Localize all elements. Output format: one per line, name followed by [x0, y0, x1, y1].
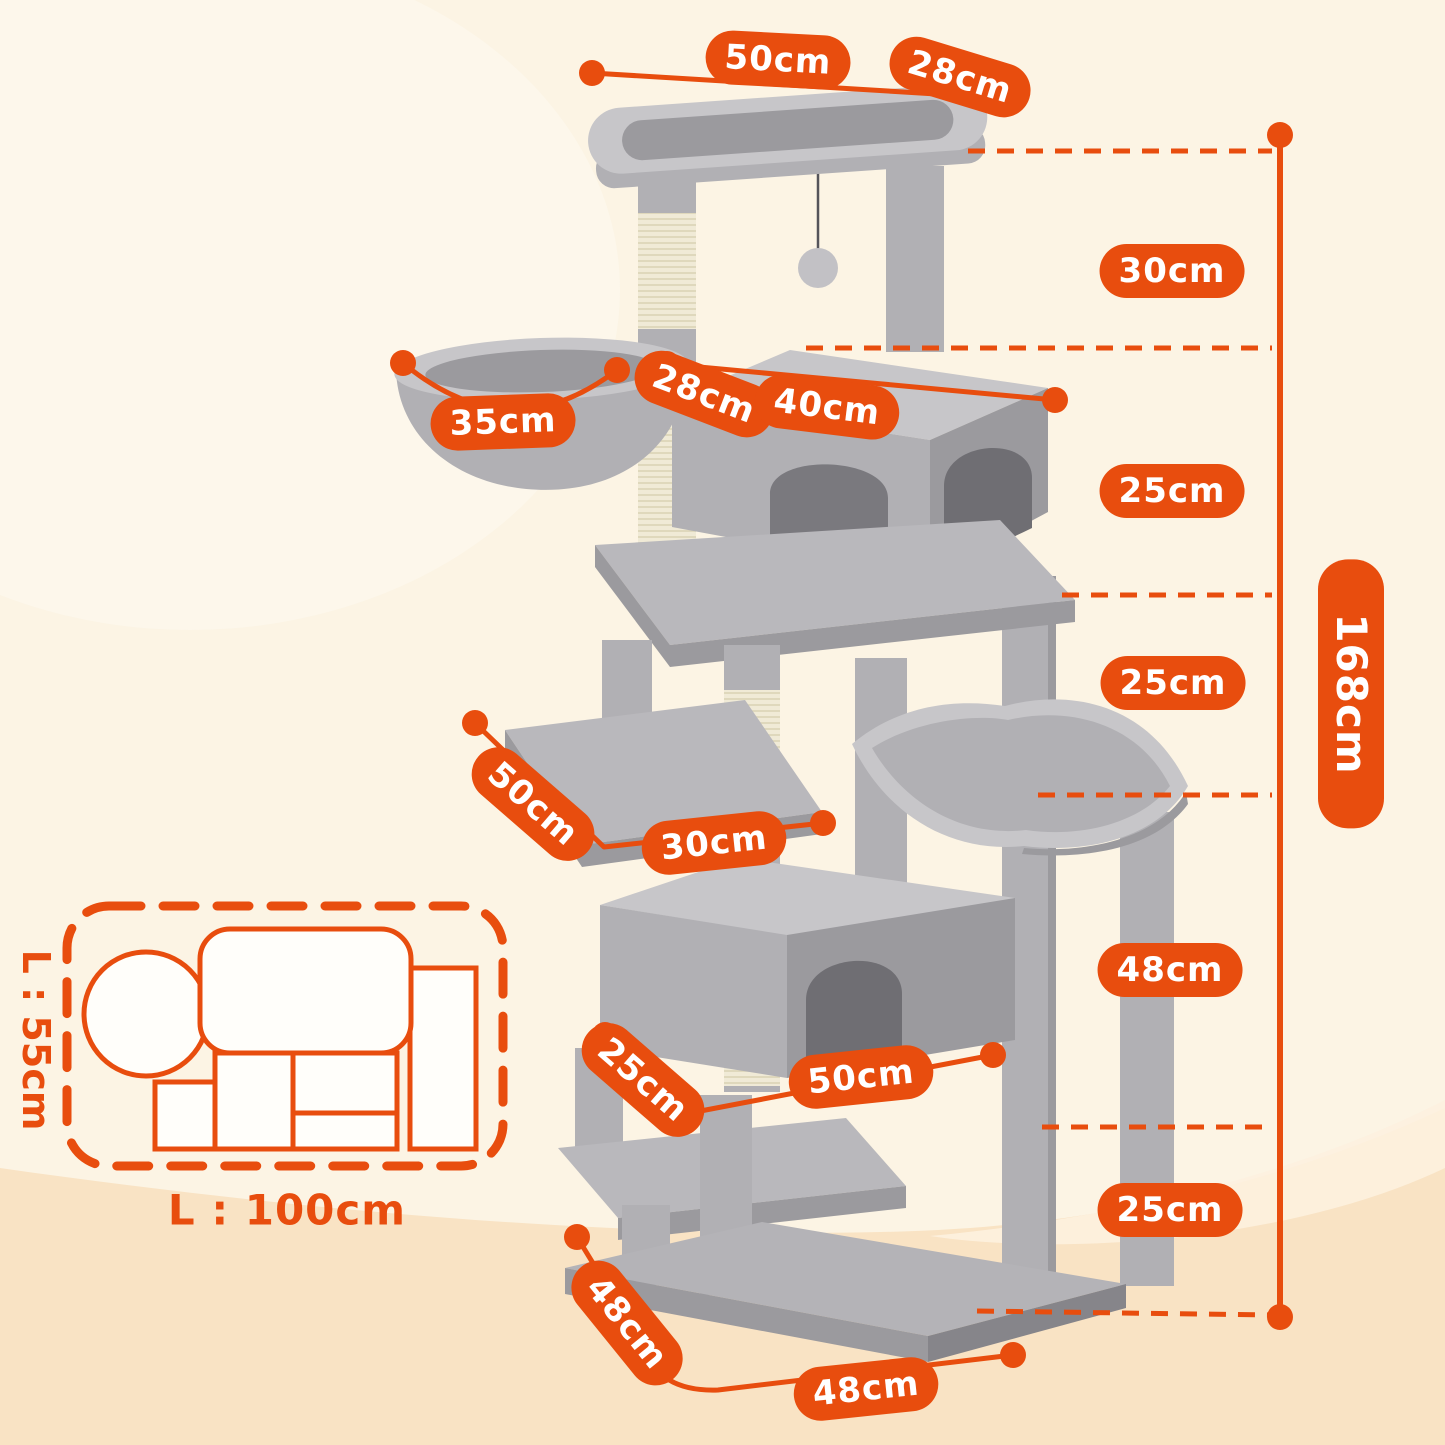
toy-ball	[798, 170, 838, 288]
footprint-bed-shape	[197, 926, 414, 1056]
footprint-shape	[212, 1050, 296, 1152]
footprint-shape	[152, 1079, 219, 1152]
footprint-shape	[407, 965, 479, 1152]
background-wave-highlight	[930, 1100, 1445, 1245]
dashed-reference-lines	[806, 148, 1273, 1318]
dim-label-total-height: 168cm	[1318, 559, 1384, 829]
footprint-height-label: L : 55cm	[14, 949, 58, 1131]
base-platform	[565, 1222, 1126, 1362]
leader-lines	[400, 70, 1058, 1393]
dim-label-segment-5: 25cm	[1097, 1183, 1243, 1237]
dim-label-segment-1: 30cm	[1099, 244, 1245, 298]
hammock	[852, 699, 1188, 856]
footprint-inset-diagram	[62, 901, 508, 1171]
dim-label-segment-3: 25cm	[1100, 656, 1246, 710]
dim-label-top-width: 50cm	[704, 29, 852, 91]
footprint-length-label: L : 100cm	[167, 1185, 407, 1235]
dim-label-segment-4: 48cm	[1097, 943, 1243, 997]
background-glow	[0, 0, 620, 630]
footprint-shape	[290, 1050, 400, 1116]
footprint-basket-shape	[81, 949, 211, 1079]
footprint-shape	[290, 1110, 400, 1152]
dim-label-segment-2: 25cm	[1099, 464, 1245, 518]
dim-label-basket: 35cm	[429, 392, 577, 452]
top-bed-platform	[588, 84, 988, 189]
